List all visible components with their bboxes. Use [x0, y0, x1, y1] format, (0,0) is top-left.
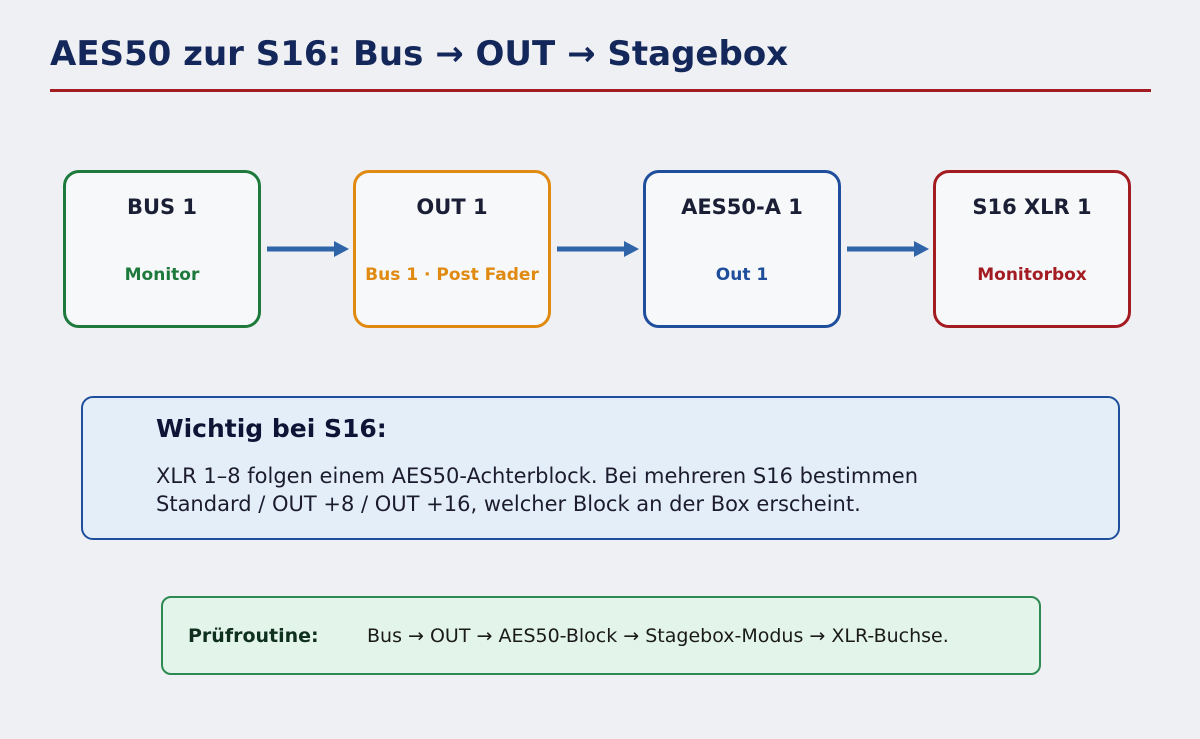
node-aes50-label: AES50-A 1 — [681, 195, 803, 219]
node-s16-label: S16 XLR 1 — [972, 195, 1092, 219]
info-box: Wichtig bei S16: XLR 1–8 folgen einem AE… — [81, 396, 1120, 540]
info-body: XLR 1–8 folgen einem AES50-Achterblock. … — [156, 462, 918, 518]
node-s16-sublabel: Monitorbox — [977, 265, 1087, 285]
node-bus-sublabel: Monitor — [124, 265, 200, 285]
node-out-sublabel: Bus 1 · Post Fader — [365, 265, 539, 285]
page-title: AES50 zur S16: Bus → OUT → Stagebox — [50, 34, 789, 74]
node-bus-label: BUS 1 — [126, 195, 198, 219]
arrow-right-icon — [847, 241, 929, 257]
node-aes50-sublabel: Out 1 — [715, 265, 769, 285]
info-line: XLR 1–8 folgen einem AES50-Achterblock. … — [156, 464, 919, 488]
node-bus: BUS 1 Monitor — [63, 170, 261, 328]
title-divider — [50, 89, 1151, 92]
info-title: Wichtig bei S16: — [156, 414, 387, 443]
check-routine-text: Bus → OUT → AES50-Block → Stagebox-Modus… — [367, 625, 949, 647]
node-out: OUT 1 Bus 1 · Post Fader — [353, 170, 551, 328]
info-line: Standard / OUT +8 / OUT +16, welcher Blo… — [156, 492, 861, 516]
node-s16: S16 XLR 1 Monitorbox — [933, 170, 1131, 328]
check-routine-box: Prüfroutine: Bus → OUT → AES50-Block → S… — [161, 596, 1041, 675]
node-aes50: AES50-A 1 Out 1 — [643, 170, 841, 328]
node-out-label: OUT 1 — [416, 195, 488, 219]
check-routine-label: Prüfroutine: — [188, 625, 319, 647]
arrow-right-icon — [267, 241, 349, 257]
arrow-right-icon — [557, 241, 639, 257]
